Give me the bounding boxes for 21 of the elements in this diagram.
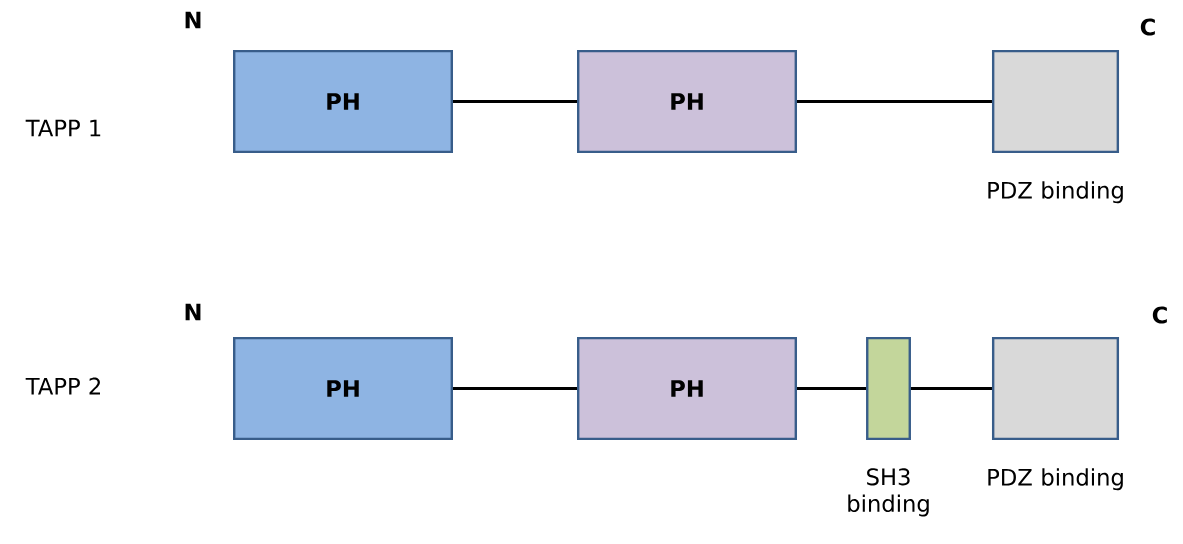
terminus-label: C	[1152, 306, 1167, 324]
linker-line	[797, 386, 867, 391]
domain-box: PH	[233, 49, 453, 154]
binding-label: PDZ binding	[988, 181, 1123, 204]
motif-box	[866, 336, 911, 441]
terminus-label: N	[185, 11, 201, 29]
protein-label: TAPP 2	[25, 377, 100, 395]
terminus-label: N	[185, 303, 201, 321]
binding-label: SH3 binding	[848, 468, 929, 517]
binding-label: PDZ binding	[988, 468, 1123, 491]
linker-line	[910, 386, 992, 391]
motif-box	[991, 49, 1120, 154]
protein-label: TAPP 1	[25, 119, 101, 137]
linker-line	[453, 386, 577, 391]
linker-line	[453, 99, 577, 104]
domain-box: PH	[577, 49, 797, 154]
domain-box: PH	[577, 336, 797, 441]
motif-box	[991, 336, 1120, 441]
terminus-label: C	[1140, 18, 1155, 36]
domain-box: PH	[233, 336, 453, 441]
linker-line	[797, 99, 992, 104]
